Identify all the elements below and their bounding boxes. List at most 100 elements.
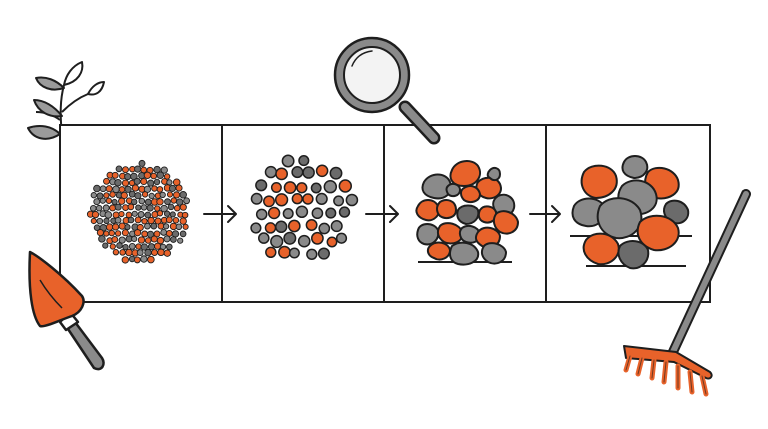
fine-particle <box>109 243 116 250</box>
small-particle <box>291 193 303 205</box>
fine-particle <box>160 204 168 213</box>
fine-particle <box>118 222 126 230</box>
fine-particle <box>146 204 154 212</box>
fine-particle <box>90 192 97 199</box>
fine-particle <box>154 242 162 250</box>
fine-particle <box>141 217 148 225</box>
small-particle-cluster <box>250 154 359 260</box>
fine-particle <box>175 223 183 231</box>
small-particle <box>255 179 268 192</box>
fine-particle <box>122 204 129 211</box>
small-particle <box>295 205 309 219</box>
fine-particle <box>111 236 119 243</box>
fine-particle <box>134 192 142 200</box>
fine-particle <box>143 171 152 180</box>
fine-particle <box>147 216 155 225</box>
fine-particle <box>119 249 126 256</box>
fine-particle <box>96 229 104 237</box>
fine-particle <box>157 248 165 257</box>
fine-particle <box>128 242 136 250</box>
fine-particle <box>164 198 171 206</box>
small-particle <box>283 231 297 245</box>
fine-particle <box>122 166 129 174</box>
fine-particle <box>120 191 128 200</box>
fine-particle <box>166 191 174 198</box>
fine-particle <box>133 229 142 237</box>
garden-trowel-icon <box>28 250 105 371</box>
fine-particle <box>127 216 135 224</box>
fine-particle <box>114 230 122 237</box>
fine-particle <box>104 211 113 219</box>
fine-particle <box>112 249 120 256</box>
fine-particle <box>103 177 110 185</box>
fine-particle <box>131 184 140 192</box>
small-particle <box>298 155 310 167</box>
fine-particle <box>114 216 122 224</box>
fine-particle <box>173 191 181 199</box>
fine-particle <box>150 222 158 230</box>
small-particle <box>306 248 318 260</box>
fine-particle <box>179 217 187 225</box>
fine-particle <box>115 165 123 173</box>
fine-particle <box>133 177 141 185</box>
fine-particle <box>111 198 118 206</box>
small-particle <box>274 220 288 234</box>
small-particle <box>296 182 308 194</box>
fine-particle <box>167 203 175 211</box>
small-particle <box>338 179 353 193</box>
fine-particle <box>133 256 141 264</box>
fine-particle <box>103 217 110 225</box>
fine-particle <box>102 204 110 212</box>
fine-particle <box>147 179 155 187</box>
fine-particle <box>98 235 106 243</box>
fine-particle <box>165 216 173 224</box>
fine-particle <box>140 204 148 211</box>
panel-frame-group <box>59 124 711 303</box>
fine-particle <box>109 191 116 198</box>
fine-particle <box>93 184 101 193</box>
fine-particle <box>124 185 132 193</box>
small-particle <box>263 195 275 208</box>
fine-particle <box>131 235 138 242</box>
fine-particle <box>156 210 164 217</box>
fine-particle <box>128 190 136 198</box>
medium-aggregate-cluster <box>415 160 520 266</box>
garden-rake-icon <box>623 189 751 397</box>
small-particle <box>329 166 343 180</box>
small-particle <box>311 231 324 245</box>
fine-particle <box>121 256 129 264</box>
small-particle <box>315 192 328 206</box>
fine-particle <box>99 185 107 193</box>
small-particle <box>281 154 295 168</box>
fine-particle <box>114 178 122 187</box>
small-particle <box>335 232 348 244</box>
fine-particle <box>156 171 165 179</box>
fine-particle <box>89 204 97 212</box>
fine-particle <box>175 184 183 192</box>
fine-particle <box>125 248 133 257</box>
fine-particle <box>130 172 138 181</box>
fine-particle <box>156 186 164 193</box>
fine-particle <box>160 228 168 236</box>
large-aggregate-cluster <box>570 155 692 270</box>
small-particle <box>282 208 294 220</box>
fine-particle <box>181 211 189 219</box>
fine-particle <box>134 216 142 224</box>
small-particle <box>330 220 343 233</box>
fine-particle <box>91 210 100 219</box>
fine-particle <box>151 185 158 192</box>
fine-particle <box>118 186 126 193</box>
fine-particle <box>150 172 157 180</box>
fine-particle <box>144 237 152 244</box>
small-particle <box>288 247 300 259</box>
fine-particle <box>118 236 126 244</box>
fine-particle <box>144 198 152 206</box>
fine-particle <box>156 198 164 206</box>
small-particle <box>291 166 304 179</box>
fine-particle <box>137 236 146 244</box>
fine-particle <box>170 236 177 243</box>
fine-particle <box>179 230 187 238</box>
fine-particle <box>160 166 168 174</box>
fine-particle <box>134 165 142 173</box>
